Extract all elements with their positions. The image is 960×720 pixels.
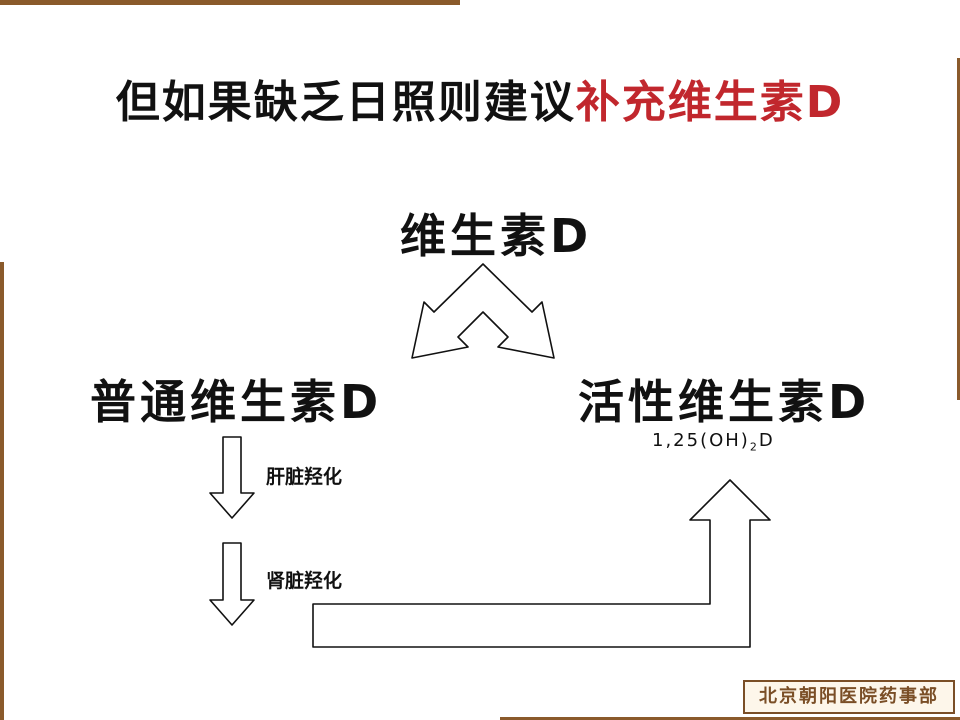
kidney-down-arrow: [209, 542, 255, 626]
formula-subscript: 2: [749, 440, 759, 454]
frame-top-edge: [0, 0, 460, 5]
frame-bottom-edge: [500, 717, 960, 720]
headline-highlight: 补充维生素D: [575, 77, 845, 128]
frame-left-edge: [0, 262, 4, 720]
active-vitamin-d-node: 活性维生素D: [578, 375, 871, 429]
ordinary-vitamin-d-node: 普通维生素D: [90, 375, 383, 429]
source-tag: 北京朝阳医院药事部: [743, 680, 955, 714]
liver-down-arrow: [209, 436, 255, 519]
formula-suffix: D: [758, 430, 775, 451]
headline-prefix: 但如果缺乏日照则建议: [115, 77, 576, 128]
slide-headline: 但如果缺乏日照则建议补充维生素D: [0, 66, 960, 130]
liver-hydroxylation-label: 肝脏羟化: [266, 466, 343, 488]
formula-prefix: 1,25(OH): [652, 430, 750, 451]
frame-right-edge: [957, 58, 960, 400]
split-arrow: [411, 263, 555, 359]
vitamin-d-node: 维生素D: [400, 209, 593, 263]
active-vitamin-d-formula: 1,25(OH)2D: [652, 430, 775, 454]
active-up-arrow: [312, 479, 771, 648]
kidney-hydroxylation-label: 肾脏羟化: [266, 570, 343, 592]
